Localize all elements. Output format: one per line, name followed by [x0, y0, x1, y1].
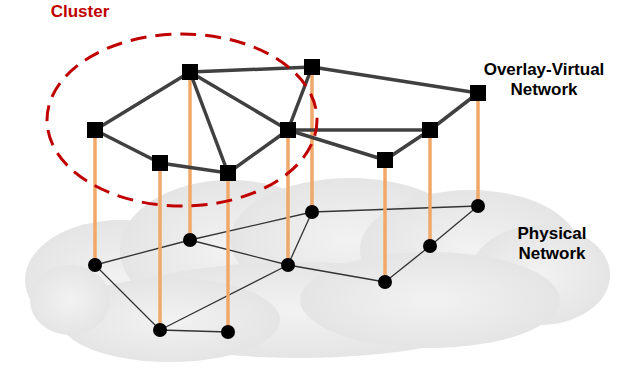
layer-label: Physical Network — [500, 224, 604, 264]
cloud — [25, 178, 610, 362]
physical-nodes — [88, 199, 485, 339]
overlay-nodes — [87, 59, 486, 181]
mapping-links — [95, 67, 478, 332]
overlay-links — [95, 67, 478, 173]
layer-label: Overlay-Virtual Network — [460, 60, 628, 100]
cluster-outline — [47, 34, 317, 206]
cluster-label: Cluster — [40, 2, 120, 22]
